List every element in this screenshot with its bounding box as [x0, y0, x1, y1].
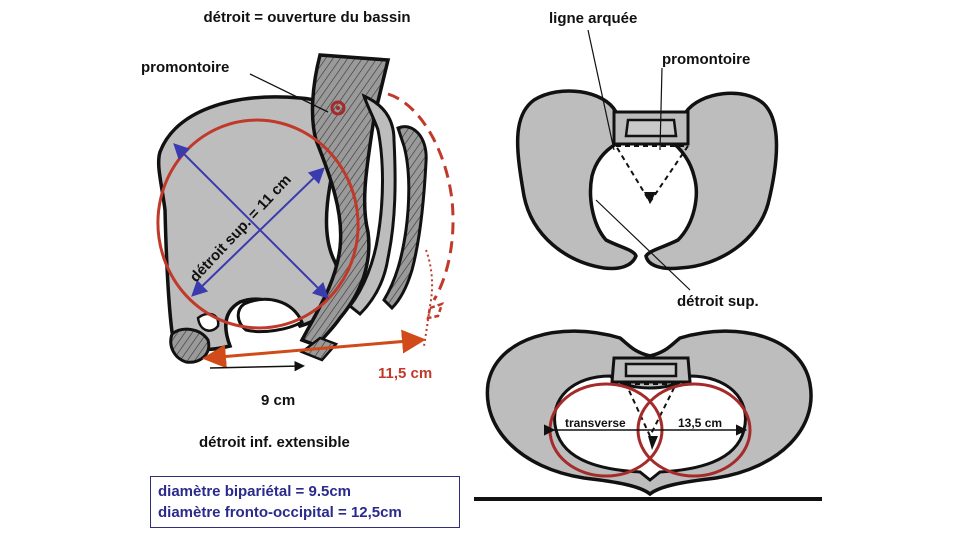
- biparietal-diameter-text: diamètre bipariétal = 9.5cm: [158, 483, 352, 500]
- detroit-sup-pointer: [595, 199, 691, 291]
- extended-measure-label: 11,5 cm: [378, 365, 432, 382]
- fronto-occipital-diameter-text: diamètre fronto-occipital = 12,5cm: [158, 504, 402, 521]
- inlet-bottom-view-drawing: transverse 13,5 cm: [474, 329, 822, 501]
- detroit-sup-label: détroit sup.: [677, 293, 759, 310]
- inlet-top-view-drawing: ligne arquée promontoire détroit sup.: [515, 10, 779, 310]
- outlet-9cm-arrow: [209, 360, 305, 372]
- lateral-pelvis-drawing: détroit = ouverture du bassin promontoir…: [141, 9, 455, 451]
- promontoire-label-right: promontoire: [662, 51, 750, 68]
- inferior-strait-label: détroit inf. extensible: [199, 434, 350, 451]
- diameter-arrow-oblique-2: [191, 167, 325, 297]
- transverse-label: transverse: [565, 416, 626, 430]
- extended-outlet-arrow: [202, 329, 426, 369]
- inferior-measure-label: 9 cm: [261, 392, 295, 409]
- promontory-marker: [330, 100, 346, 116]
- diameter-info-box: diamètre bipariétal = 9.5cm diamètre fro…: [150, 476, 460, 528]
- left-title: détroit = ouverture du bassin: [203, 9, 410, 26]
- transverse-measure-label: 13,5 cm: [678, 416, 722, 430]
- coccyx-tail-shape: [382, 125, 428, 311]
- inlet-dashed-triangle: [614, 145, 690, 204]
- coccyx-shape: [347, 93, 397, 317]
- ligne-arquee-pointer: [587, 29, 615, 151]
- superior-strait-ellipse: [156, 118, 360, 330]
- ligne-arquee-label: ligne arquée: [549, 10, 637, 27]
- promontoire-pointer-left: [249, 73, 329, 113]
- pubis-shape: [169, 327, 211, 364]
- promontoire-label-left: promontoire: [141, 59, 229, 76]
- extensible-outlet-dots: [423, 249, 434, 347]
- inlet-left-wing: [515, 89, 638, 271]
- promontoire-pointer-right: [659, 67, 663, 151]
